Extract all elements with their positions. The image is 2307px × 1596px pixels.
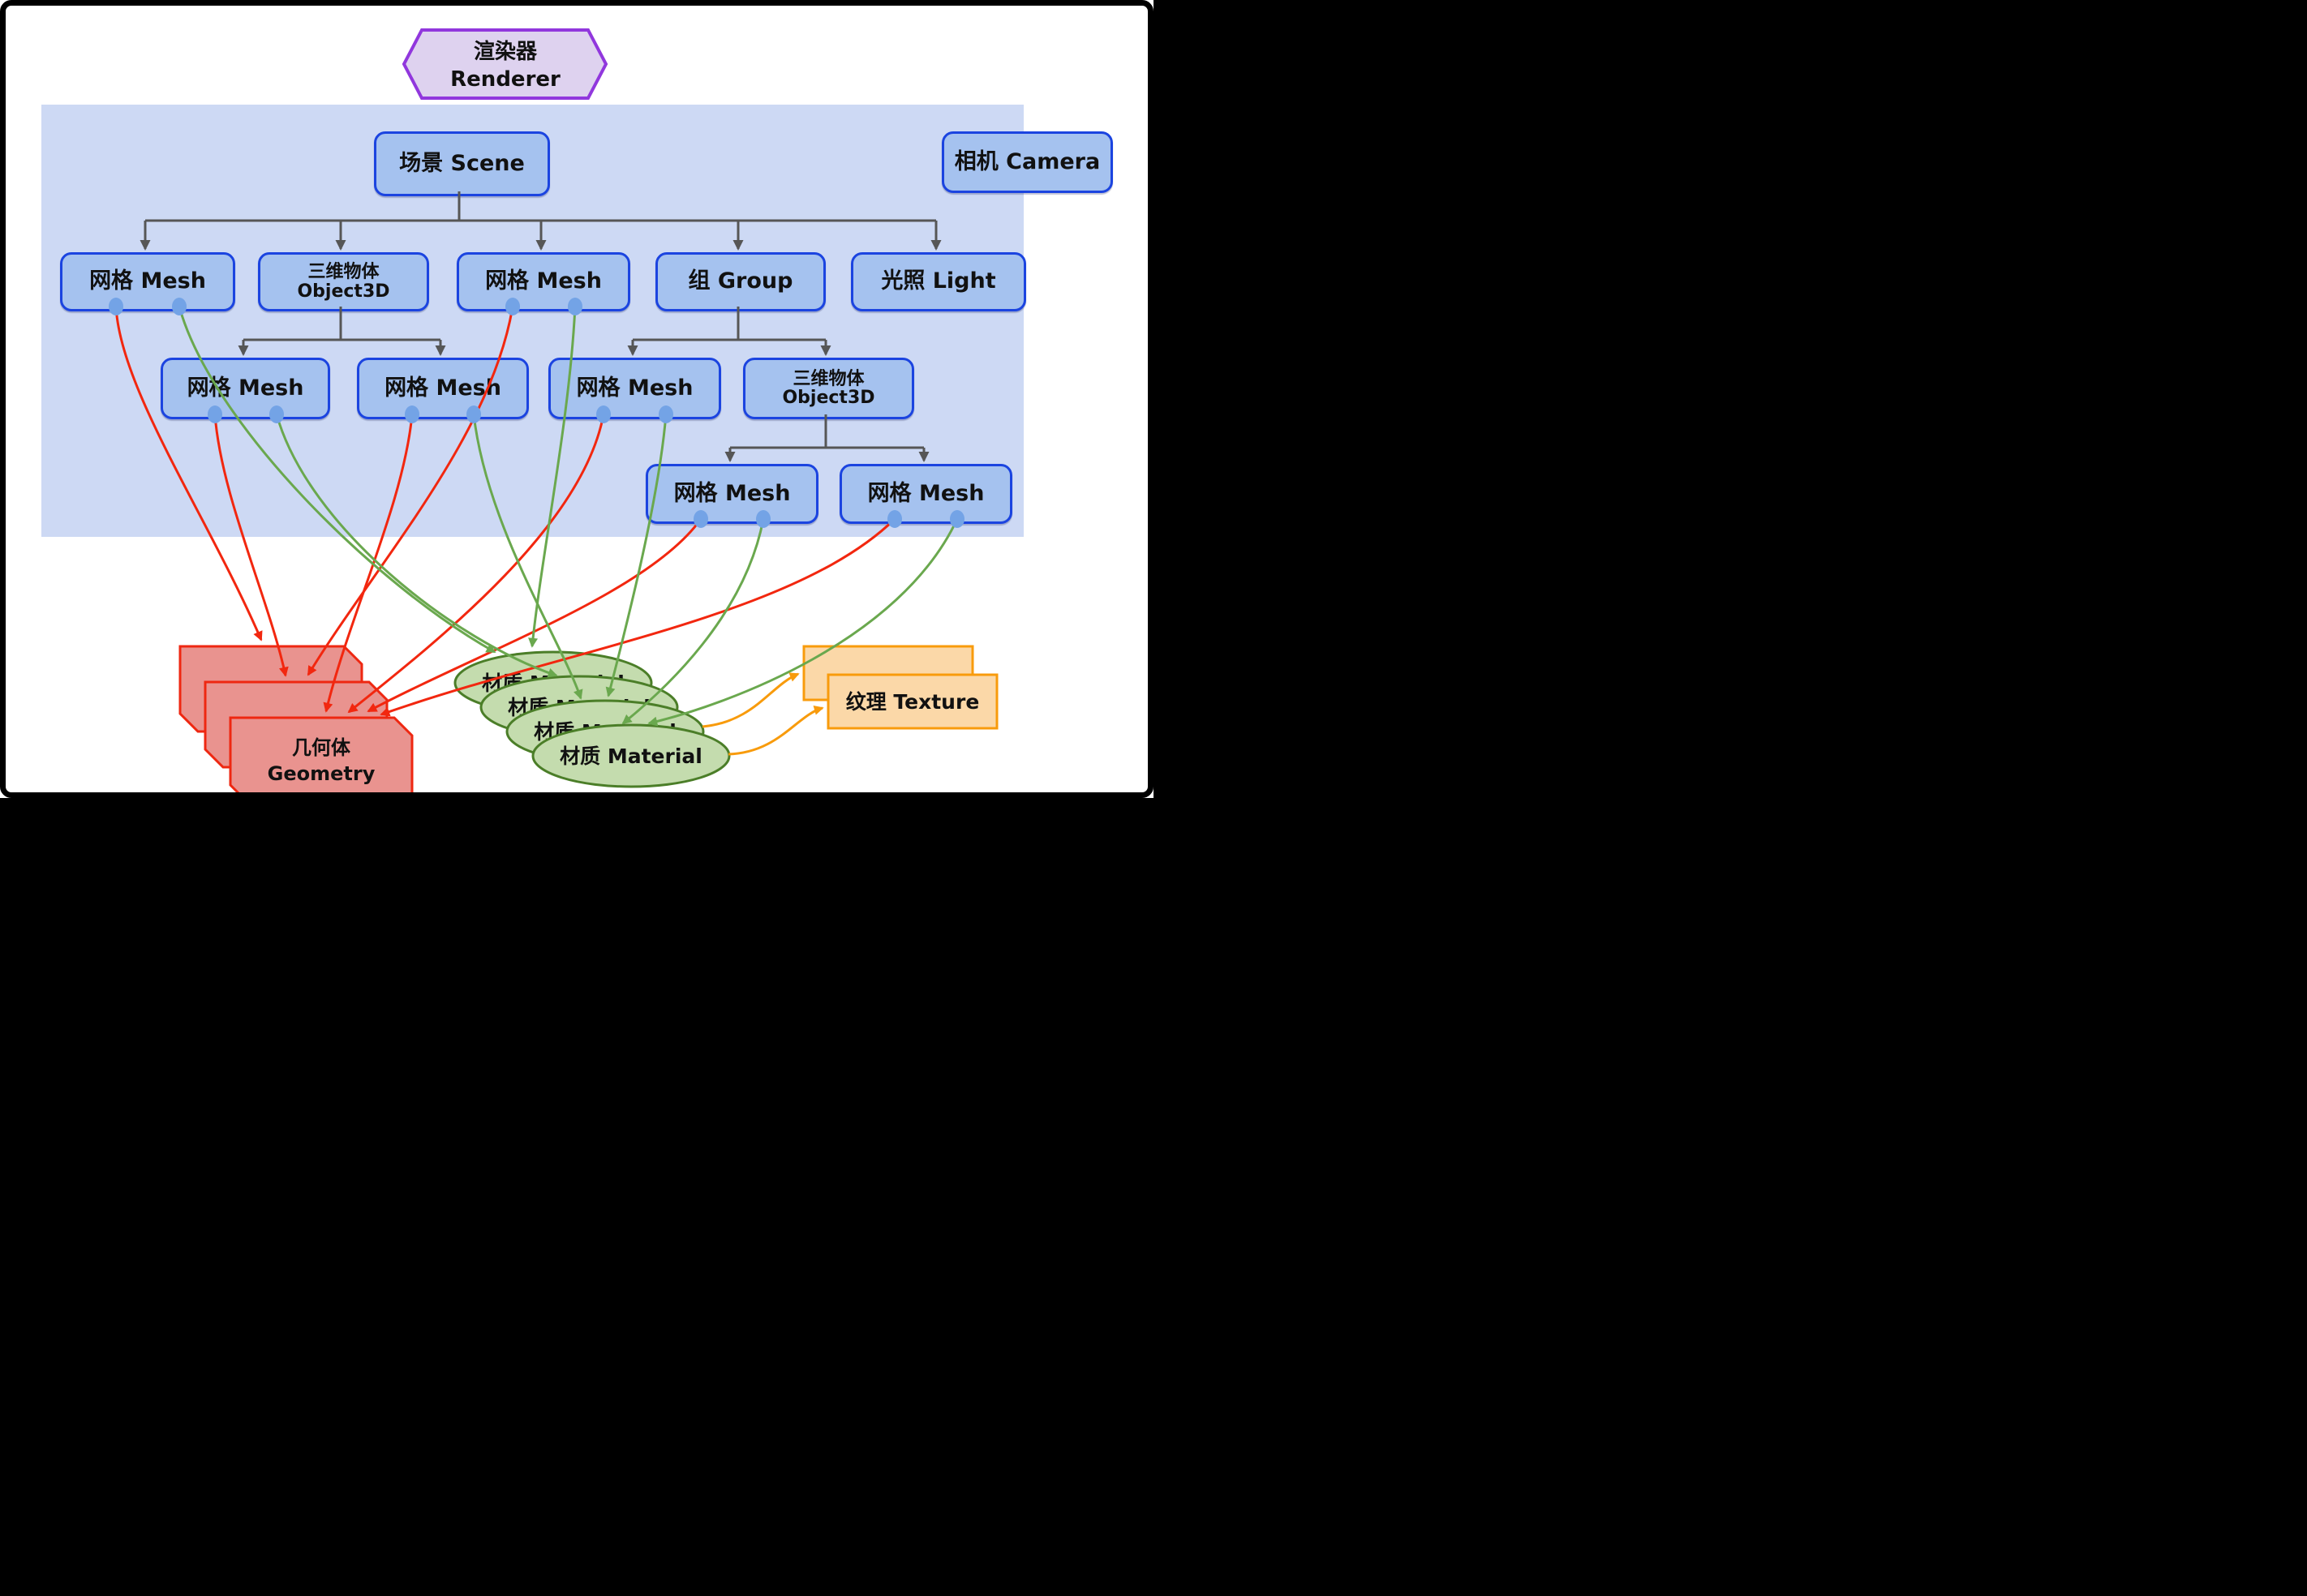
material-port	[659, 405, 673, 423]
material-port	[568, 298, 582, 315]
node-label: 组 Group	[688, 268, 793, 294]
material-port	[950, 510, 964, 528]
mesh-node-4: 网格 Mesh	[357, 358, 529, 419]
texture-edges	[702, 672, 824, 756]
mesh-node-1: 网格 Mesh	[60, 252, 235, 311]
geometry-label-line1: 几何体	[292, 736, 351, 759]
edge-mesh2-geometry	[307, 306, 514, 676]
material-edges	[178, 306, 959, 727]
renderer-hexagon: 渲染器 Renderer	[402, 28, 608, 100]
node-label: 网格 Mesh	[89, 268, 206, 294]
mesh-node-7: 网格 Mesh	[840, 464, 1012, 524]
mesh-node-2: 网格 Mesh	[457, 252, 630, 311]
renderer-label-line1: 渲染器	[474, 39, 538, 64]
edge-mesh6-material	[621, 518, 765, 725]
node-label: 网格 Mesh	[867, 480, 985, 506]
material-port	[466, 405, 481, 423]
node-label: Object3D	[297, 281, 390, 302]
geometry-label-line2: Geometry	[268, 762, 376, 785]
edge-mesh1-material	[178, 306, 496, 654]
node-label: 网格 Mesh	[485, 268, 602, 294]
mesh-node-5: 网格 Mesh	[548, 358, 721, 419]
material-label: 材质 Material	[560, 744, 702, 768]
texture-label: 纹理 Texture	[846, 690, 980, 714]
node-label: 三维物体	[793, 368, 865, 389]
material-ellipse-front	[531, 723, 731, 788]
geometry-port	[596, 405, 611, 423]
camera-node-label: 相机 Camera	[954, 148, 1101, 174]
object3d-node-2: 三维物体 Object3D	[743, 358, 914, 419]
material-port	[756, 510, 771, 528]
mesh-ports	[109, 298, 964, 528]
edge-mesh3-geometry	[213, 414, 289, 677]
material-port	[172, 298, 187, 315]
mesh-node-3: 网格 Mesh	[161, 358, 330, 419]
geometry-port	[109, 298, 123, 315]
node-label: 光照 Light	[881, 268, 996, 294]
camera-node: 相机 Camera	[942, 131, 1113, 193]
renderer-hexagon-shape	[402, 28, 608, 100]
edge-material-texture-2	[728, 705, 824, 756]
diagram-stage: 场景 Scene 相机 Camera 网格 Mesh 三维物体 Object3D…	[0, 0, 1154, 798]
edge-mesh3-material	[275, 414, 558, 678]
edge-mesh2-material	[528, 306, 577, 648]
texture-stack: 纹理 Texture	[802, 645, 999, 730]
scene-node-label: 场景 Scene	[399, 150, 525, 176]
edge-mesh6-geometry	[367, 518, 702, 713]
node-label: 网格 Mesh	[384, 375, 501, 401]
geometry-port	[405, 405, 419, 423]
geometry-port	[208, 405, 222, 423]
containment-tree	[140, 191, 942, 462]
edge-mesh7-geometry	[380, 517, 896, 717]
geometry-port	[887, 510, 902, 528]
material-port	[269, 405, 284, 423]
node-label: 三维物体	[307, 262, 380, 283]
edge-mesh5-geometry	[347, 414, 605, 714]
geometry-card-front	[229, 716, 414, 798]
geometry-port	[505, 298, 520, 315]
object3d-node-1: 三维物体 Object3D	[258, 252, 429, 311]
scene-node: 场景 Scene	[374, 131, 550, 196]
edge-mesh5-material	[605, 414, 668, 697]
texture-box-front	[827, 673, 999, 730]
renderer-label-line2: Renderer	[450, 67, 561, 92]
geometry-port	[694, 510, 708, 528]
mesh-node-6: 网格 Mesh	[646, 464, 818, 524]
material-stack: 材质 Material 材质 Material 材质 Material 材质 M…	[453, 650, 731, 788]
edge-mesh4-geometry	[323, 414, 414, 713]
edge-material-texture-1	[702, 672, 800, 728]
edge-mesh4-material	[472, 414, 583, 700]
geometry-stack: 几何体 Geometry	[178, 645, 414, 798]
light-node: 光照 Light	[851, 252, 1026, 311]
edges-overlay: 几何体 Geometry 材质 Material 材质 Material 材质 …	[109, 28, 999, 798]
edge-mesh1-geometry	[114, 306, 263, 641]
node-label: Object3D	[782, 388, 875, 408]
node-label: 网格 Mesh	[673, 480, 791, 506]
node-label: 网格 Mesh	[576, 375, 694, 401]
edge-mesh7-material	[647, 518, 959, 727]
node-label: 网格 Mesh	[187, 375, 304, 401]
group-node: 组 Group	[655, 252, 826, 311]
